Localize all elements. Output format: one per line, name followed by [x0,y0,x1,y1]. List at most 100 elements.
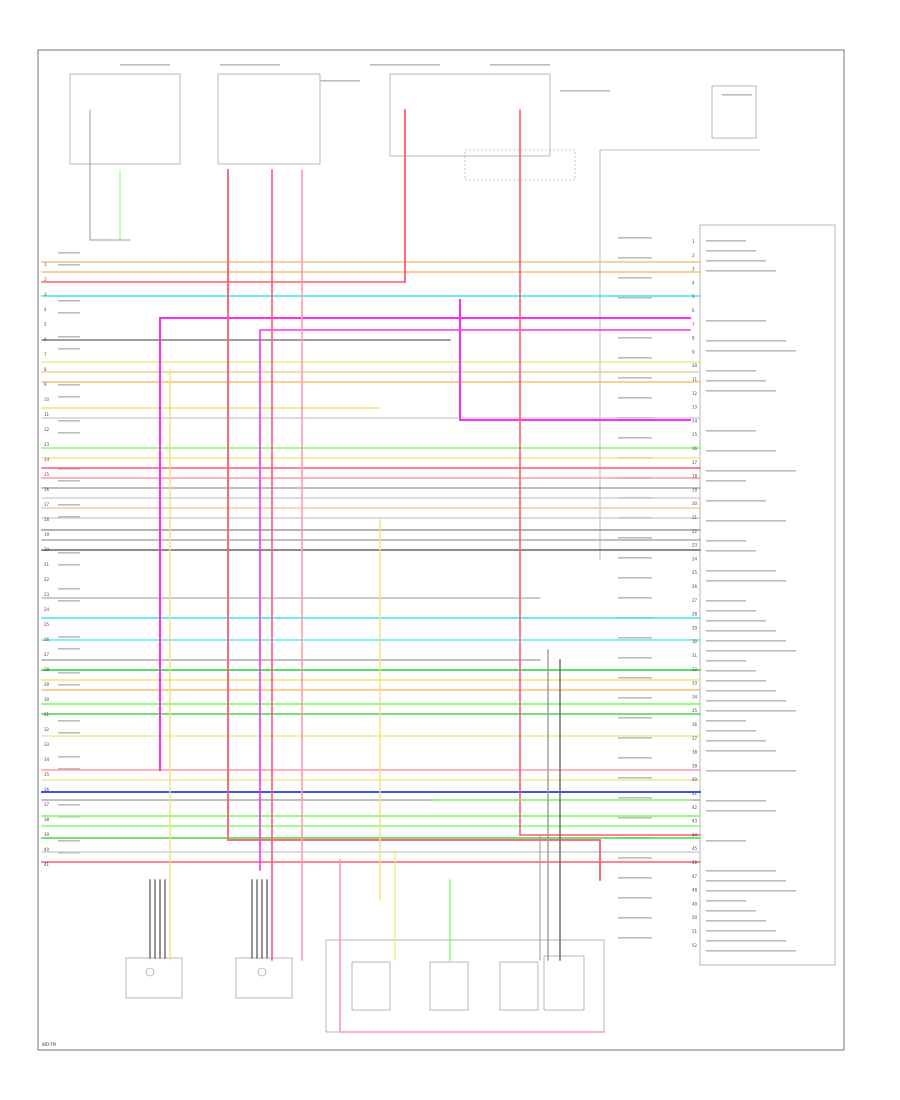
ecm-pin-number: 48 [692,888,698,893]
left-pin-number: 32 [44,727,50,732]
left-pin-number: 10 [44,397,50,402]
ecm-function-label [706,670,756,672]
ecm-pin-number: 27 [692,598,698,603]
top-fuse-label [560,90,610,92]
ecm-pin-number: 33 [692,681,698,686]
left-pin-number: 1 [44,262,47,267]
left-pin-number: 28 [44,667,50,672]
left-wire-color-label [58,300,80,302]
left-pin-number: 15 [44,472,50,477]
left-wire-color-label [58,804,80,806]
ecm-wire-color-label [618,797,652,799]
ecm-pin-number: 13 [692,405,698,410]
magenta-loop-2 [260,330,690,870]
top-fuse-label [722,94,752,96]
left-pin-number: 7 [44,352,47,357]
ecm-pin-number: 35 [692,708,698,713]
left-wire-color-label [58,264,80,266]
ecm-function-label [706,730,756,732]
ecm-pin-number: 28 [692,612,698,617]
left-pin-number: 17 [44,502,50,507]
ecm-function-label [706,600,746,602]
ecm-pin-number: 16 [692,446,698,451]
left-wire-color-label [58,756,80,758]
bottom-components [126,940,604,1032]
left-wire-color-label [58,348,80,350]
left-pin-number: 4 [44,307,47,312]
left-pin-number: 21 [44,562,50,567]
ecm-function-label [706,650,796,652]
left-wire-color-label [58,516,80,518]
ecm-wire-color-label [618,277,652,279]
ecm-function-label [706,940,786,942]
ecm-wire-color-label [618,917,652,919]
footer-code: WD-TM [42,1042,57,1047]
ecm-function-label [706,630,776,632]
top-fuse-label [490,64,550,66]
ecm-pin-number: 15 [692,432,698,437]
left-wire-color-label [58,684,80,686]
ecm-pin-number: 52 [692,943,698,948]
left-pin-number: 12 [44,427,50,432]
ecm-function-label [706,470,796,472]
ecm-function-label [706,240,746,242]
left-pin-number: 19 [44,532,50,537]
ecm-pin-number: 23 [692,543,698,548]
solenoid-4 [544,956,584,1010]
left-wire-color-label [58,396,80,398]
ecm-pin-number: 34 [692,694,698,699]
ecm-function-label [706,880,786,882]
ecm-function-label [706,570,776,572]
ecm-pin-number: 30 [692,639,698,644]
ecm-function-label [706,320,766,322]
ecm-pin-number: 43 [692,819,698,824]
left-pin-number: 36 [44,787,50,792]
left-wire-color-label [58,480,80,482]
ecm-pin-number: 24 [692,556,698,561]
ecm-function-label [706,950,796,952]
left-pin-number: 23 [44,592,50,597]
ecm-function-label [706,550,756,552]
ecm-function-label [706,870,776,872]
ecm-pin-number: 42 [692,805,698,810]
ecm-function-label [706,350,796,352]
ecm-function-label [706,710,796,712]
left-wire-color-label [58,336,80,338]
left-pin-number: 11 [44,412,50,417]
left-pin-number: 5 [44,322,47,327]
power-wire-5 [520,110,700,835]
ecm-function-label [706,520,786,522]
ecm-pin-number: 2 [692,253,695,258]
ecm-function-label [706,500,766,502]
ecm-function-label [706,690,776,692]
ecm-pin-number: 18 [692,474,698,479]
ecm-pin-number: 12 [692,391,698,396]
ecm-pin-number: 37 [692,736,698,741]
top-fuse-label [120,64,170,66]
ecm-function-label [706,620,766,622]
left-wire-color-label [58,504,80,506]
ecm-pin-number: 25 [692,570,698,575]
ecm-pin-number: 29 [692,625,698,630]
left-wire-color-label [58,552,80,554]
left-pin-number: 24 [44,607,50,612]
solenoid-1 [352,962,390,1010]
ecm-function-label [706,720,746,722]
ecm-function-label [706,270,776,272]
ecm-wire-color-label [618,597,652,599]
ecm-pin-number: 38 [692,750,698,755]
ecm-pin-number: 31 [692,653,698,658]
left-wire-color-label [58,648,80,650]
left-pin-number: 38 [44,817,50,822]
ecm-wire-color-label [618,777,652,779]
ecm-wire-color-label [618,377,652,379]
ecm-pin-number: 40 [692,777,698,782]
ecm-function-label [706,930,776,932]
ecm-pin-number: 20 [692,501,698,506]
ecm-function-label [706,890,796,892]
left-pin-number: 37 [44,802,50,807]
ecm-function-label [706,750,776,752]
left-pin-number: 29 [44,682,50,687]
left-wire-color-label [58,564,80,566]
ecm-function-label [706,610,756,612]
